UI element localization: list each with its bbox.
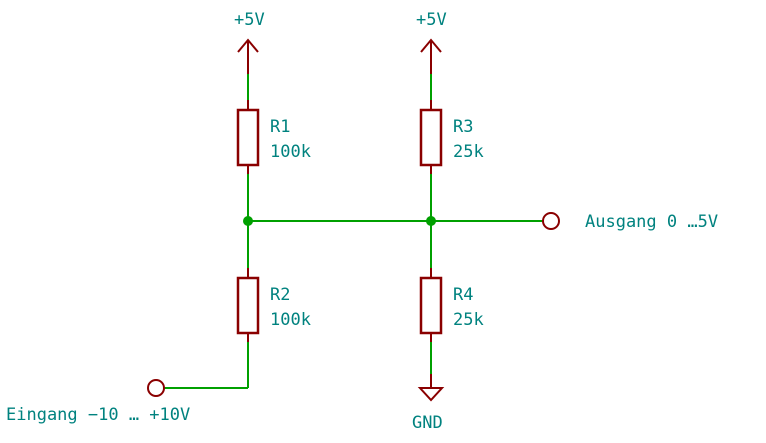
- power-symbol-right: [420, 38, 442, 74]
- power-symbol-left: [237, 38, 259, 74]
- resistor-r4: [419, 268, 443, 342]
- ground-symbol: [417, 374, 445, 402]
- junction-dot-right: [426, 216, 436, 226]
- output-port: [542, 212, 560, 230]
- input-port: [147, 379, 165, 397]
- power-label-right: +5V: [416, 10, 447, 30]
- r4-ref-label: R4: [453, 285, 473, 305]
- r3-value-label: 25k: [453, 142, 484, 162]
- resistor-r3: [419, 100, 443, 174]
- input-label: Eingang −10 … +10V: [6, 405, 190, 425]
- r2-ref-label: R2: [270, 285, 290, 305]
- gnd-label: GND: [412, 413, 443, 433]
- r2-value-label: 100k: [270, 310, 311, 330]
- power-label-left: +5V: [234, 10, 265, 30]
- resistor-r2: [236, 268, 260, 342]
- r3-ref-label: R3: [453, 117, 473, 137]
- r4-value-label: 25k: [453, 310, 484, 330]
- wires: [164, 74, 542, 389]
- r1-ref-label: R1: [270, 117, 290, 137]
- resistor-r1: [236, 100, 260, 174]
- r1-value-label: 100k: [270, 142, 311, 162]
- output-label: Ausgang 0 …5V: [585, 212, 718, 232]
- junction-dot-left: [243, 216, 253, 226]
